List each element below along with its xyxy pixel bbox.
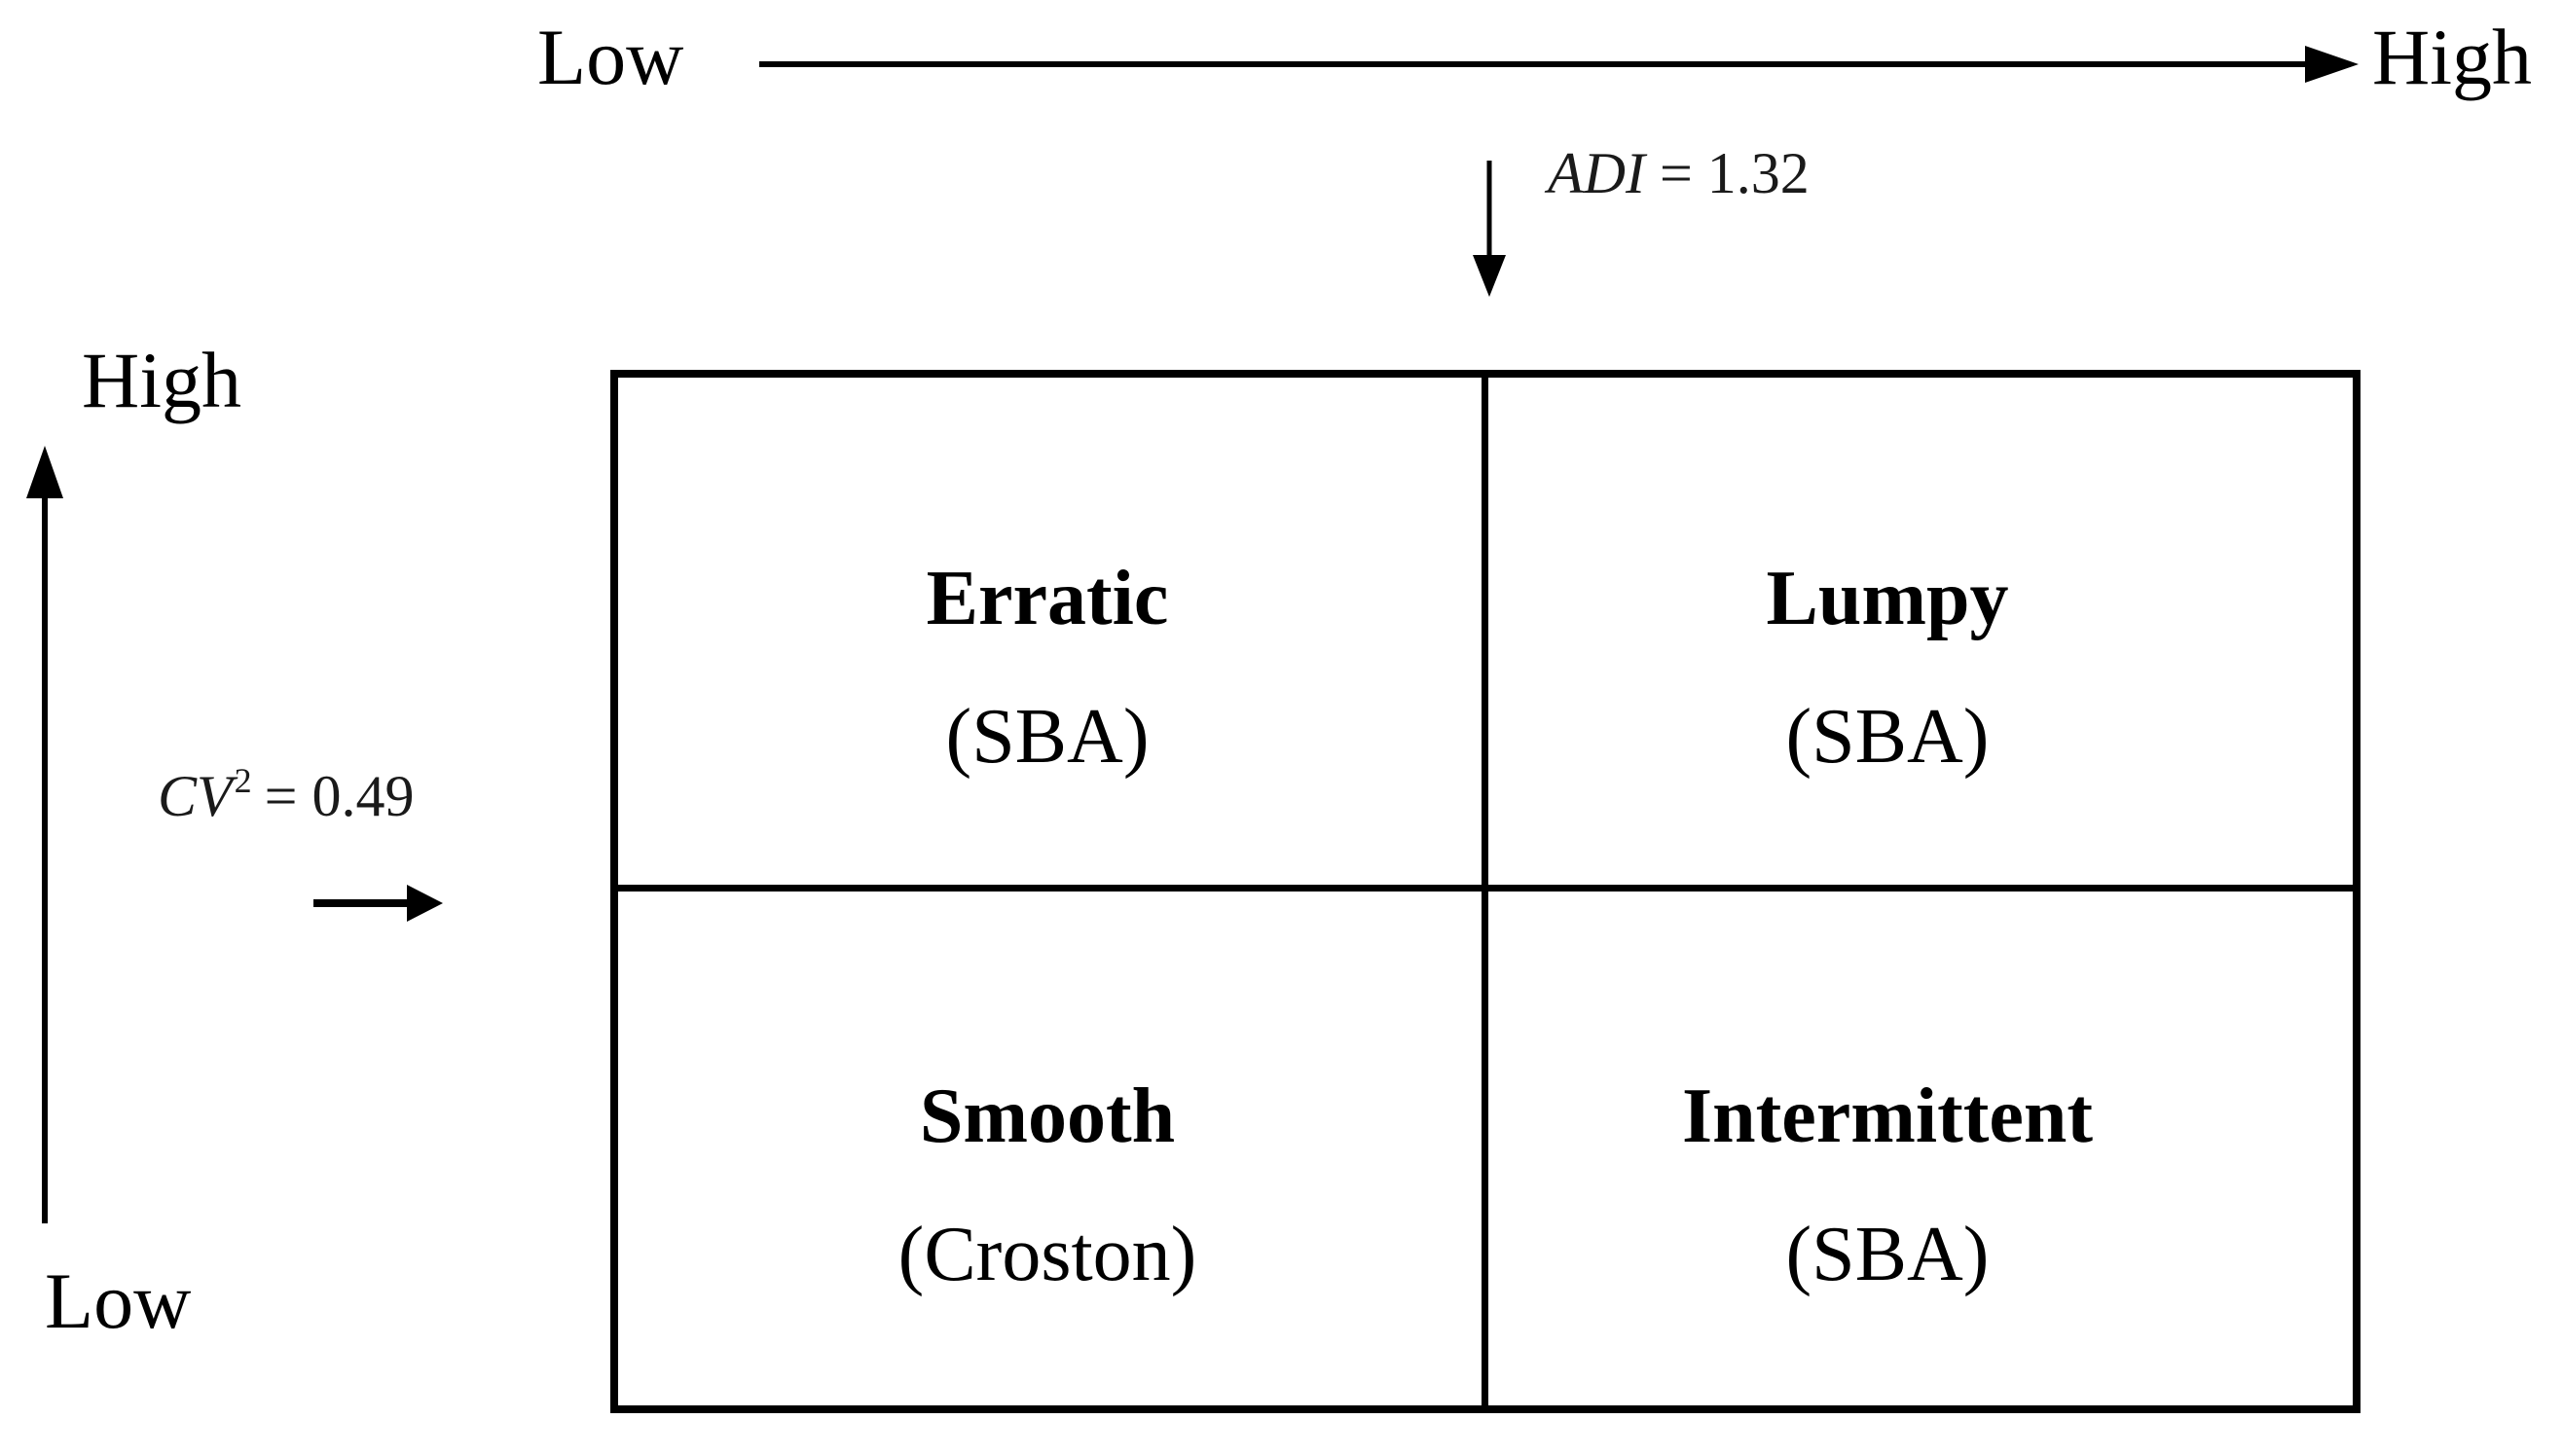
cv2-threshold-right-arrow-icon bbox=[313, 885, 443, 922]
quadrant-content: Intermittent (SBA) bbox=[1682, 1077, 2093, 1293]
cv2-threshold-label: CV2 = 0.49 bbox=[158, 763, 415, 828]
adi-threshold-label: ADI = 1.32 bbox=[1548, 144, 1810, 202]
quadrant-name: Smooth bbox=[919, 1074, 1176, 1159]
quadrant-bottom-right-intermittent: Intermittent (SBA) bbox=[1484, 888, 2368, 1413]
cv2-exponent: 2 bbox=[234, 761, 252, 800]
quadrant-name: Lumpy bbox=[1766, 556, 2009, 641]
quadrant-name: Intermittent bbox=[1681, 1074, 2094, 1159]
quadrant-method: (SBA) bbox=[1785, 1212, 1990, 1297]
matrix-vertical-divider bbox=[1482, 370, 1488, 1413]
quadrant-top-left-erratic: Erratic (SBA) bbox=[610, 370, 1484, 888]
quadrant-name: Erratic bbox=[926, 556, 1169, 641]
y-axis-high-label: High bbox=[82, 336, 241, 424]
quadrant-bottom-left-smooth: Smooth (Croston) bbox=[610, 888, 1484, 1413]
y-axis-low-label: Low bbox=[45, 1256, 192, 1345]
quadrant-content: Lumpy (SBA) bbox=[1767, 560, 2009, 776]
quadrant-method: (Croston) bbox=[897, 1212, 1197, 1297]
adi-value: = 1.32 bbox=[1659, 141, 1810, 205]
quadrant-top-right-lumpy: Lumpy (SBA) bbox=[1484, 370, 2368, 888]
x-axis-low-label: Low bbox=[537, 13, 684, 101]
quadrant-method: (SBA) bbox=[945, 694, 1150, 780]
cv2-variable: CV bbox=[158, 764, 233, 828]
matrix-horizontal-divider bbox=[610, 885, 2361, 892]
quadrant-method: (SBA) bbox=[1785, 694, 1990, 780]
quadrant-content: Erratic (SBA) bbox=[927, 560, 1169, 776]
adi-threshold-down-arrow-icon bbox=[1473, 161, 1506, 297]
y-axis-up-arrow-icon bbox=[26, 446, 63, 1223]
cv2-value: = 0.49 bbox=[264, 764, 415, 828]
x-axis-high-label: High bbox=[2372, 13, 2532, 101]
adi-variable: ADI bbox=[1548, 141, 1645, 205]
x-axis-right-arrow-icon bbox=[759, 46, 2359, 83]
quadrant-content: Smooth (Croston) bbox=[898, 1077, 1197, 1293]
